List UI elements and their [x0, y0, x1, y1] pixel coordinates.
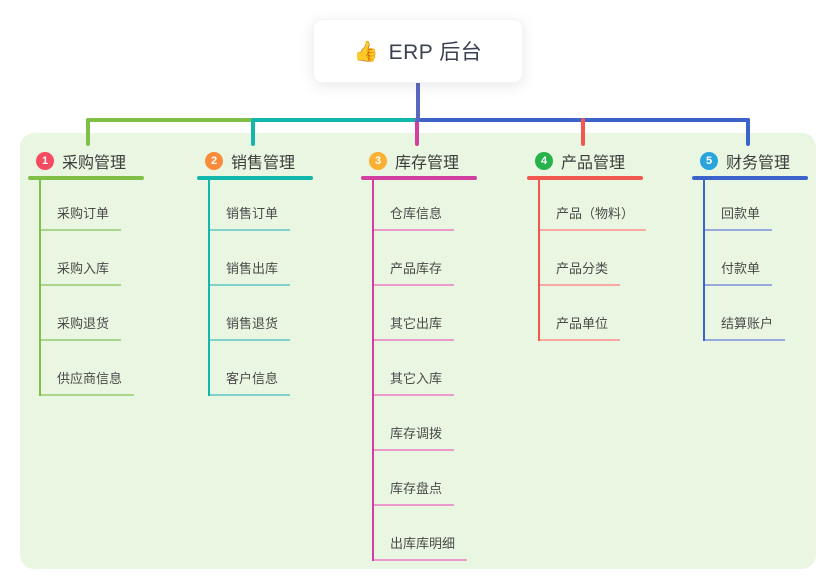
node-receipt-bill[interactable]: 回款单 [705, 180, 773, 231]
branch-sales: 2 销售管理 销售订单 销售出库 销售退货 客户信息 [197, 146, 313, 396]
node-product-unit[interactable]: 产品单位 [540, 286, 621, 341]
branch-inventory: 3 库存管理 仓库信息 产品库存 其它出库 其它入库 库存调拨 库存盘点 出库库… [361, 146, 477, 561]
node-label: 采购退货 [57, 316, 110, 331]
thumbs-up-icon: 👍 [353, 40, 379, 63]
node-label: 产品单位 [556, 316, 609, 331]
connector-drop-finance [746, 118, 750, 146]
branch-label-finance: 财务管理 [726, 155, 791, 172]
node-label: 库存调拨 [390, 426, 443, 441]
branch-children-finance: 回款单 付款单 结算账户 [703, 180, 808, 341]
branch-header-product[interactable]: 4 产品管理 [527, 146, 643, 176]
branch-header-finance[interactable]: 5 财务管理 [692, 146, 808, 176]
node-purchase-return[interactable]: 采购退货 [41, 286, 122, 341]
node-sales-outbound[interactable]: 销售出库 [210, 231, 291, 286]
branch-product: 4 产品管理 产品（物料） 产品分类 产品单位 [527, 146, 647, 341]
node-label: 产品（物料） [556, 206, 635, 221]
node-label: 采购订单 [57, 206, 110, 221]
branch-underline-product [527, 176, 643, 180]
branch-underline-purchase [28, 176, 144, 180]
node-sales-order[interactable]: 销售订单 [210, 180, 291, 231]
node-label: 产品库存 [390, 261, 443, 276]
branch-header-inventory[interactable]: 3 库存管理 [361, 146, 477, 176]
branch-finance: 5 财务管理 回款单 付款单 结算账户 [692, 146, 808, 341]
connector-horizontal-sales [251, 118, 420, 122]
node-label: 销售订单 [226, 206, 279, 221]
node-label: 产品分类 [556, 261, 609, 276]
node-sales-return[interactable]: 销售退货 [210, 286, 291, 341]
node-other-inbound[interactable]: 其它入库 [374, 341, 455, 396]
node-other-outbound[interactable]: 其它出库 [374, 286, 455, 341]
branch-children-inventory: 仓库信息 产品库存 其它出库 其它入库 库存调拨 库存盘点 出库库明细 [372, 180, 477, 561]
node-label: 其它入库 [390, 371, 443, 386]
branch-label-inventory: 库存管理 [395, 155, 460, 172]
connector-drop-sales [251, 118, 255, 146]
branch-underline-inventory [361, 176, 477, 180]
node-warehouse-info[interactable]: 仓库信息 [374, 180, 455, 231]
badge-4: 4 [535, 152, 553, 170]
root-title: ERP 后台 [388, 41, 483, 64]
branch-header-purchase[interactable]: 1 采购管理 [28, 146, 144, 176]
node-label: 销售退货 [226, 316, 279, 331]
node-purchase-inbound[interactable]: 采购入库 [41, 231, 122, 286]
node-stock-transfer[interactable]: 库存调拨 [374, 396, 455, 451]
connector-root-vertical [416, 83, 420, 122]
node-label: 采购入库 [57, 261, 110, 276]
badge-1: 1 [36, 152, 54, 170]
branch-label-product: 产品管理 [561, 155, 626, 172]
badge-2: 2 [205, 152, 223, 170]
branch-label-purchase: 采购管理 [62, 155, 127, 172]
node-label: 回款单 [721, 206, 761, 221]
connector-drop-purchase [86, 118, 90, 146]
node-purchase-order[interactable]: 采购订单 [41, 180, 122, 231]
connector-drop-inventory [415, 118, 419, 146]
branch-children-purchase: 采购订单 采购入库 采购退货 供应商信息 [39, 180, 144, 396]
branch-purchase: 1 采购管理 采购订单 采购入库 采购退货 供应商信息 [28, 146, 144, 396]
node-stock-detail[interactable]: 出库库明细 [374, 506, 468, 561]
branch-underline-finance [692, 176, 808, 180]
root-node-erp[interactable]: 👍 ERP 后台 [313, 19, 523, 83]
branch-children-sales: 销售订单 销售出库 销售退货 客户信息 [208, 180, 313, 396]
branch-header-sales[interactable]: 2 销售管理 [197, 146, 313, 176]
node-supplier-info[interactable]: 供应商信息 [41, 341, 135, 396]
node-payment-bill[interactable]: 付款单 [705, 231, 773, 286]
node-label: 客户信息 [226, 371, 279, 386]
node-label: 仓库信息 [390, 206, 443, 221]
branch-children-product: 产品（物料） 产品分类 产品单位 [538, 180, 647, 341]
node-label: 销售出库 [226, 261, 279, 276]
node-label: 出库库明细 [390, 536, 456, 551]
node-product-material[interactable]: 产品（物料） [540, 180, 647, 231]
node-label: 其它出库 [390, 316, 443, 331]
badge-5: 5 [700, 152, 718, 170]
node-label: 库存盘点 [390, 481, 443, 496]
node-product-stock[interactable]: 产品库存 [374, 231, 455, 286]
branch-label-sales: 销售管理 [231, 155, 296, 172]
node-product-category[interactable]: 产品分类 [540, 231, 621, 286]
node-label: 供应商信息 [57, 371, 123, 386]
node-stock-count[interactable]: 库存盘点 [374, 451, 455, 506]
node-label: 付款单 [721, 261, 761, 276]
branch-underline-sales [197, 176, 313, 180]
branches-panel [20, 133, 816, 569]
node-label: 结算账户 [721, 316, 774, 331]
node-settlement-account[interactable]: 结算账户 [705, 286, 786, 341]
badge-3: 3 [369, 152, 387, 170]
connector-drop-product [581, 118, 585, 146]
node-customer-info[interactable]: 客户信息 [210, 341, 291, 396]
